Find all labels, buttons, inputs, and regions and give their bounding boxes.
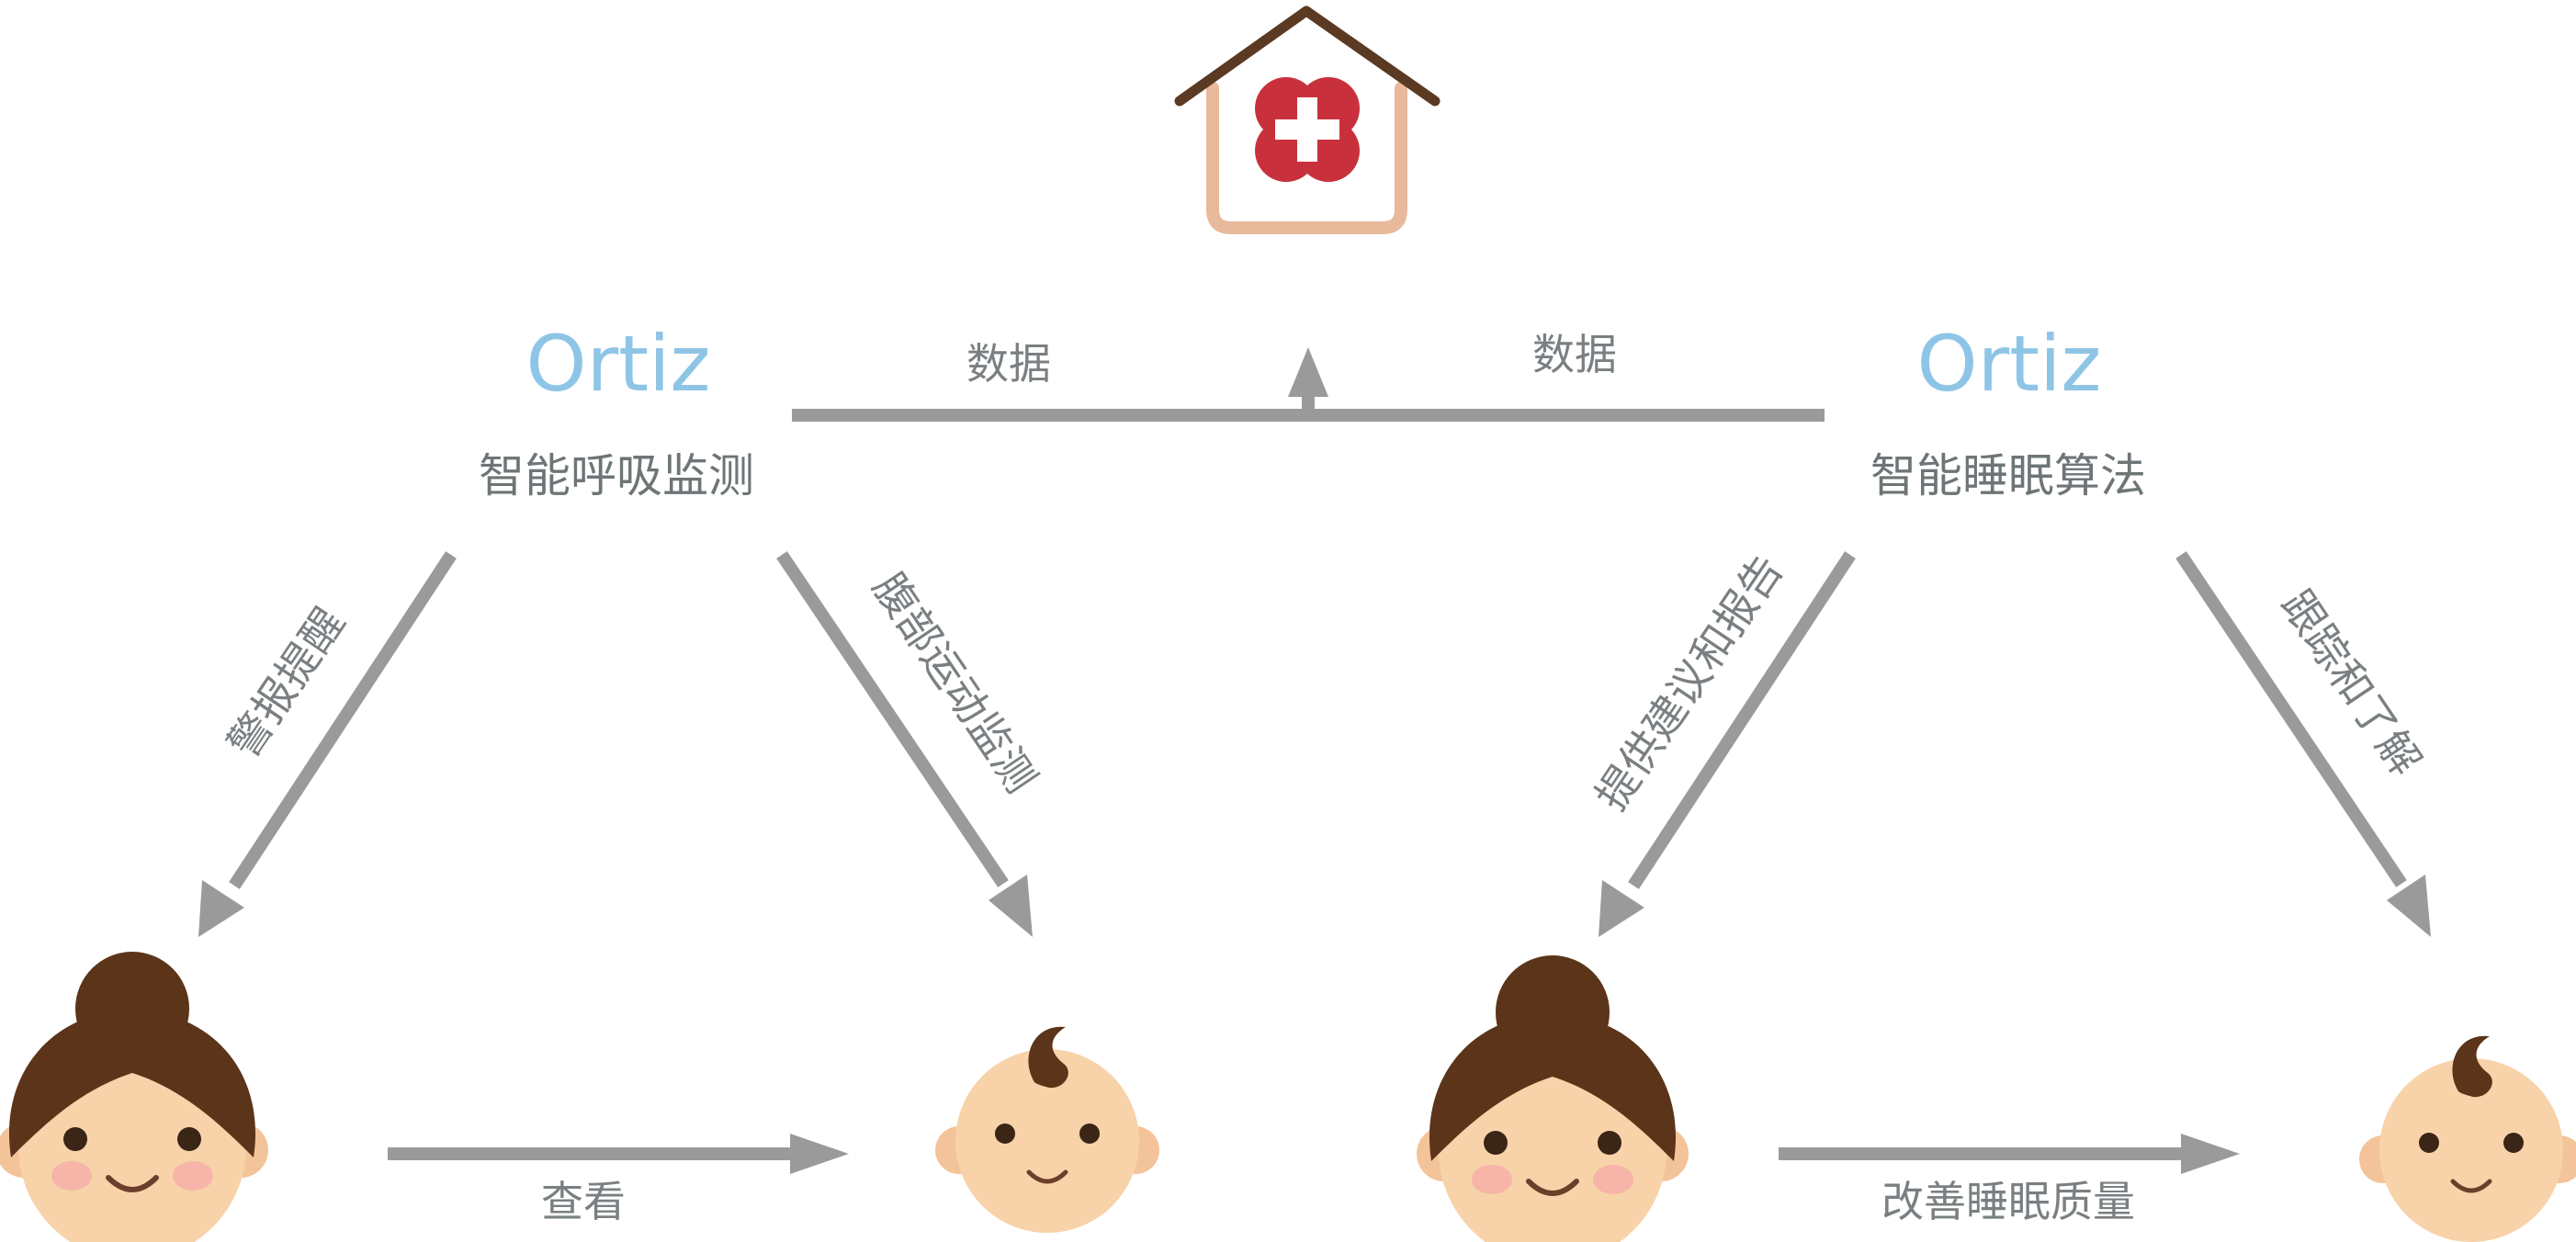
top-edge-right-label: 数据 xyxy=(1532,330,1617,379)
right-improve-label: 改善睡眠质量 xyxy=(1881,1177,2135,1226)
top-edge-left-label: 数据 xyxy=(966,339,1051,389)
left-monitor-arrow xyxy=(776,551,1033,937)
baby-icon xyxy=(935,1026,1159,1233)
right-node-subtitle: 智能睡眠算法 xyxy=(1870,449,2146,502)
baby-icon xyxy=(2359,1035,2576,1242)
hospital-icon xyxy=(1174,6,1441,234)
top-data-edge xyxy=(792,347,1825,422)
left-view-arrow xyxy=(388,1134,849,1174)
mother-icon xyxy=(1417,955,1689,1242)
hospital-cross-icon xyxy=(1255,77,1360,182)
mother-icon xyxy=(0,952,268,1242)
left-monitor-label: 腹部运动监测 xyxy=(864,564,1046,802)
right-advice-arrow xyxy=(1599,551,1856,937)
right-node-brand: Ortiz xyxy=(1916,319,2101,409)
left-alert-arrow xyxy=(198,551,457,937)
right-track-label: 跟踪和了解 xyxy=(2272,581,2431,785)
right-improve-arrow xyxy=(1779,1134,2240,1174)
right-track-arrow xyxy=(2175,551,2431,937)
left-node-subtitle: 智能呼吸监测 xyxy=(479,449,754,502)
left-node-brand: Ortiz xyxy=(525,319,710,409)
left-view-label: 查看 xyxy=(541,1177,626,1226)
